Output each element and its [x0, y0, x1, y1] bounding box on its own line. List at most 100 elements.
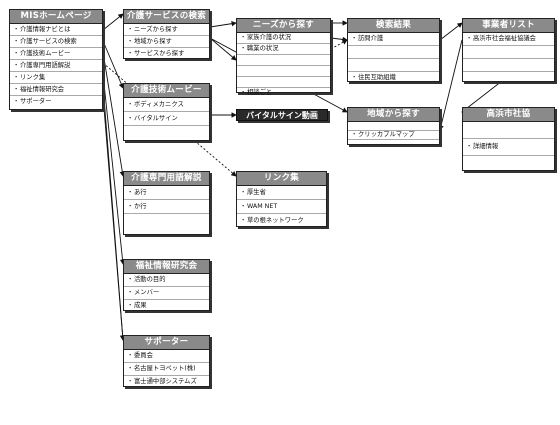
- research-title: 福祉情報研究会: [124, 260, 209, 274]
- list-item: ・訪問介護: [348, 33, 439, 46]
- search-results-box: 検索結果 ・訪問介護・住民互助組織: [347, 18, 440, 82]
- list-item: ・介護技術ムービー: [10, 48, 102, 60]
- area-search-title: 地域から探す: [348, 108, 439, 122]
- list-item-label: 名古屋トヨペット(株): [134, 365, 196, 372]
- list-item-label: WAM NET: [247, 203, 278, 210]
- list-item-label: サポーター: [20, 98, 52, 105]
- bullet-icon: ・: [13, 86, 20, 93]
- bullet-icon: ・: [127, 302, 134, 309]
- supporters-title: サポーター: [124, 336, 209, 350]
- list-item-label: 介護専門用語解説: [20, 62, 71, 69]
- bullet-icon: ・: [240, 189, 247, 196]
- edge-results-provider: [439, 22, 463, 41]
- list-item: ・ニーズから探す: [124, 24, 209, 36]
- list-item-label: 成果: [134, 302, 147, 309]
- list-item-label: リンク集: [20, 74, 46, 81]
- list-item: ・富士通中部システムズ: [124, 376, 209, 388]
- list-item-label: 草の根ネットワーク: [247, 217, 304, 224]
- list-item: ・家族介護の状況: [237, 33, 330, 44]
- list-item-label: 家族介護の状況: [247, 34, 292, 41]
- bullet-icon: ・: [240, 89, 247, 96]
- list-item-label: メンバー: [134, 289, 160, 296]
- takahama-title: 高浜市社協: [463, 108, 554, 122]
- list-item-label: 介護サービスの検索: [20, 38, 77, 45]
- needs-search-title: ニーズから探す: [237, 19, 330, 33]
- list-item: ・サポーター: [10, 96, 102, 107]
- list-item-label: 高浜市社会福祉協議会: [473, 35, 536, 42]
- service-search-title: 介護サービスの検索: [124, 10, 209, 24]
- list-item: ・草の根ネットワーク: [237, 214, 326, 227]
- list-item: [463, 59, 554, 72]
- bullet-icon: ・: [127, 365, 134, 372]
- bullet-icon: ・: [13, 50, 20, 57]
- list-item: ・メンバー: [124, 287, 209, 300]
- bullet-icon: ・: [127, 38, 134, 45]
- list-item: [463, 156, 554, 172]
- area-search-box: 地域から探す ・クリッカブルマップ: [347, 107, 440, 145]
- list-item: ・名古屋トヨペット(株): [124, 363, 209, 376]
- bullet-icon: ・: [351, 74, 358, 81]
- edge-provider-area: [438, 39, 463, 131]
- list-item-label: 厚生省: [247, 189, 266, 196]
- list-item-label: か行: [134, 203, 147, 210]
- bullet-icon: ・: [127, 352, 134, 359]
- list-item: ・バイタルサイン: [124, 112, 209, 126]
- list-item-label: 住民互助組織: [358, 74, 396, 81]
- list-item-label: ボディメカニクス: [134, 101, 184, 108]
- edge-home-service: [102, 13, 124, 31]
- list-item-label: ニーズから探す: [134, 26, 178, 33]
- supporters-box: サポーター ・委員会・名古屋トヨペット(株)・富士通中部システムズ: [123, 335, 210, 387]
- list-item: ・WAM NET: [237, 200, 326, 214]
- glossary-box: 介護専門用語解説 ・あ行・か行: [123, 171, 210, 235]
- bullet-icon: ・: [127, 50, 134, 57]
- bullet-icon: ・: [127, 289, 134, 296]
- edge-needs-results-3: [330, 39, 348, 50]
- bullet-icon: ・: [240, 217, 247, 224]
- list-item-label: 詳細情報: [473, 143, 499, 150]
- list-item: ・サービスから探す: [124, 48, 209, 59]
- bullet-icon: ・: [466, 143, 473, 150]
- list-item: ・リンク集: [10, 72, 102, 84]
- list-item: ・厚生省: [237, 186, 326, 200]
- list-item: [348, 122, 439, 131]
- research-box: 福祉情報研究会 ・活動の目的・メンバー・成果: [123, 259, 210, 311]
- links-box: リンク集 ・厚生省・WAM NET・草の根ネットワーク: [236, 171, 327, 227]
- list-item: ・活動の目的: [124, 274, 209, 287]
- bullet-icon: ・: [13, 26, 20, 33]
- list-item: ・介護情報ナビとは: [10, 24, 102, 36]
- list-item: [124, 214, 209, 227]
- home-box: MISホームページ ・介護情報ナビとは・介護サービスの検索・介護技術ムービー・介…: [9, 9, 103, 110]
- list-item: [463, 122, 554, 139]
- list-item: ・地域から探す: [124, 36, 209, 48]
- vital-sign-video-label: バイタルサイン動画: [236, 109, 328, 121]
- list-item-label: 委員会: [134, 352, 153, 359]
- bullet-icon: ・: [127, 203, 134, 210]
- edge-home-movie: [102, 40, 124, 89]
- list-item-label: 介護情報ナビとは: [20, 26, 71, 33]
- needs-search-box: ニーズから探す ・家族介護の状況・職業の状況・相談ごと: [236, 18, 331, 96]
- list-item: ・相談ごと: [237, 88, 330, 98]
- edge-home-links: [102, 62, 237, 177]
- list-item-label: サービスから探す: [134, 50, 185, 57]
- search-results-title: 検索結果: [348, 19, 439, 33]
- list-item-label: 地域から探す: [134, 38, 172, 45]
- list-item: ・ボディメカニクス: [124, 98, 209, 112]
- list-item: [124, 126, 209, 139]
- edge-home-research: [102, 73, 126, 265]
- list-item-label: あ行: [134, 189, 147, 196]
- bullet-icon: ・: [127, 276, 134, 283]
- list-item: ・職業の状況: [237, 44, 330, 55]
- edge-home-supporters-2: [102, 95, 126, 341]
- bullet-icon: ・: [240, 203, 247, 210]
- list-item: [348, 59, 439, 72]
- provider-list-box: 事業者リスト ・高浜市社会福祉協議会: [462, 18, 555, 82]
- bullet-icon: ・: [13, 62, 20, 69]
- list-item: [348, 140, 439, 148]
- takahama-box: 高浜市社協 ・詳細情報: [462, 107, 555, 171]
- list-item: ・高浜市社会福祉協議会: [463, 33, 554, 46]
- technique-movie-box: 介護技術ムービー ・ボディメカニクス・バイタルサイン: [123, 83, 210, 141]
- list-item-label: 職業の状況: [247, 45, 279, 52]
- list-item-label: 福祉情報研究会: [20, 86, 65, 93]
- list-item: [348, 46, 439, 59]
- edge-service-needs: [209, 21, 237, 28]
